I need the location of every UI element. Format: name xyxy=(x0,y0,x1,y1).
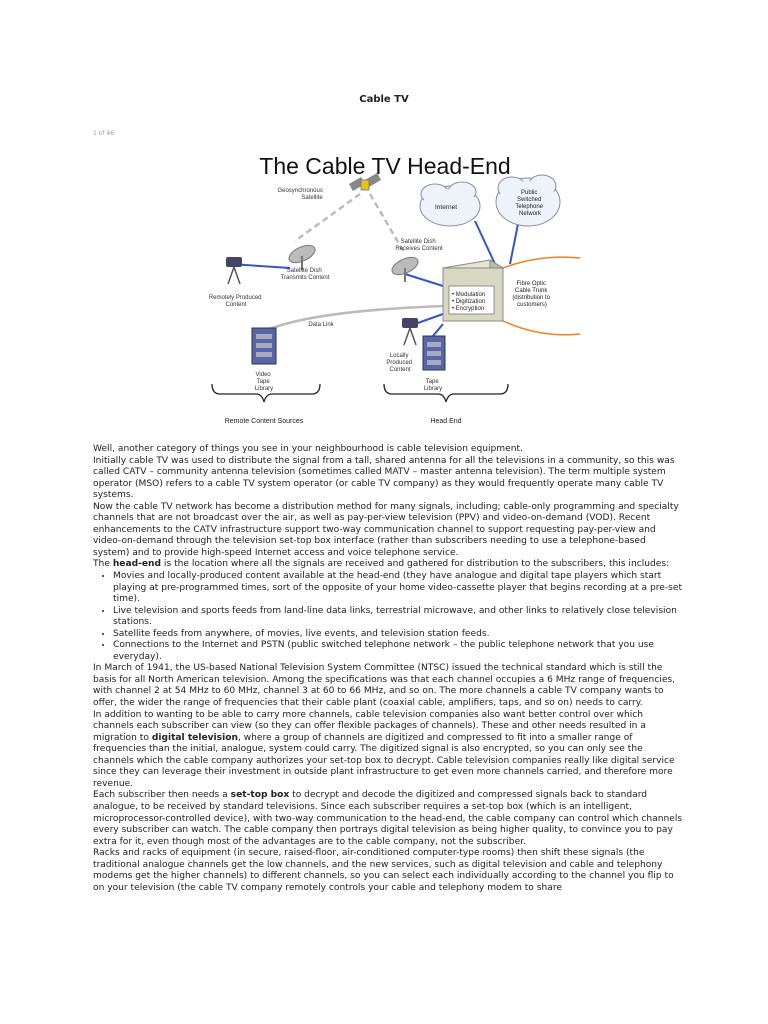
svg-text:Video Tape Library: Video Tape Library xyxy=(255,372,273,392)
svg-text:Tape Library: Tape Library xyxy=(424,379,442,392)
fibre-trunk-arc xyxy=(502,256,580,336)
svg-text:Satellite Dish Receives Co: Satellite Dish Receives Content xyxy=(395,239,443,252)
video-tape-library-icon xyxy=(251,327,277,365)
paragraph: In March of 1941, the US-based National … xyxy=(93,663,676,709)
paragraph: Racks and racks of equipment (in secure,… xyxy=(93,848,674,893)
diagram-heading: The Cable TV Head-End xyxy=(259,153,510,179)
list-item: Movies and locally-produced content avai… xyxy=(113,571,683,606)
paragraph: The head-end is the location where all t… xyxy=(93,559,670,570)
svg-text:Data Link: Data Link xyxy=(308,322,334,328)
svg-text:Public Switched Teleph: Public Switched Telephone Network xyxy=(515,190,544,217)
satellite-icon xyxy=(348,173,382,191)
svg-text:Fibre Optic Cable Trunk: Fibre Optic Cable Trunk (distribution to… xyxy=(512,281,551,308)
list-item: Satellite feeds from anywhere, of movies… xyxy=(113,629,683,641)
svg-text:Head End: Head End xyxy=(430,418,461,425)
list-item: Live television and sports feeds from la… xyxy=(113,606,683,629)
paragraph: Now the cable TV network has become a di… xyxy=(93,501,679,558)
document-title: Cable TV xyxy=(359,94,409,105)
term-head-end: head-end xyxy=(112,559,162,570)
page-indicator: 1 of 46 xyxy=(93,130,115,137)
svg-text:• Modulation • Digitizatio: • Modulation • Digitization • Encryption xyxy=(452,292,487,312)
svg-text:Locally Produced Conte: Locally Produced Content xyxy=(386,353,413,373)
cable-tv-headend-diagram: The Cable TV Head-End Geosynchronous Sat… xyxy=(209,153,580,425)
paragraph: In addition to wanting to be able to car… xyxy=(93,709,675,789)
list-item: Connections to the Internet and PSTN (pu… xyxy=(113,640,683,663)
svg-text:Remotely Produced Content: Remotely Produced Content xyxy=(209,295,263,308)
svg-text:Satellite Dish Transmits C: Satellite Dish Transmits Content xyxy=(281,268,330,281)
satellite-dish-receive-icon xyxy=(391,256,419,282)
pstn-cloud-icon xyxy=(495,174,561,227)
bullet-list: Movies and locally-produced content avai… xyxy=(93,571,683,663)
tape-library-icon xyxy=(422,335,446,371)
paragraph: Each subscriber then needs a set-top box… xyxy=(93,790,683,847)
svg-text:Internet: Internet xyxy=(435,204,457,211)
term-digital-television: digital television xyxy=(151,732,238,743)
article-body: Well, another category of things you see… xyxy=(93,444,683,894)
svg-text:Geosynchronous Satellite: Geosynchronous Satellite xyxy=(277,188,324,201)
headend-equipment-box xyxy=(441,259,505,322)
satellite-dish-transmit-icon xyxy=(288,244,316,270)
internet-cloud-icon xyxy=(419,181,481,227)
camera-local-icon xyxy=(402,318,418,346)
camera-remote-icon xyxy=(226,257,242,285)
term-set-top-box: set-top box xyxy=(230,790,290,801)
svg-text:Remote Content Sources: Remote Content Sources xyxy=(225,418,304,425)
brace-remote-sources xyxy=(211,383,321,403)
paragraph: Initially cable TV was used to distribut… xyxy=(93,455,675,501)
brace-head-end xyxy=(383,383,509,403)
paragraph: Well, another category of things you see… xyxy=(93,444,523,454)
